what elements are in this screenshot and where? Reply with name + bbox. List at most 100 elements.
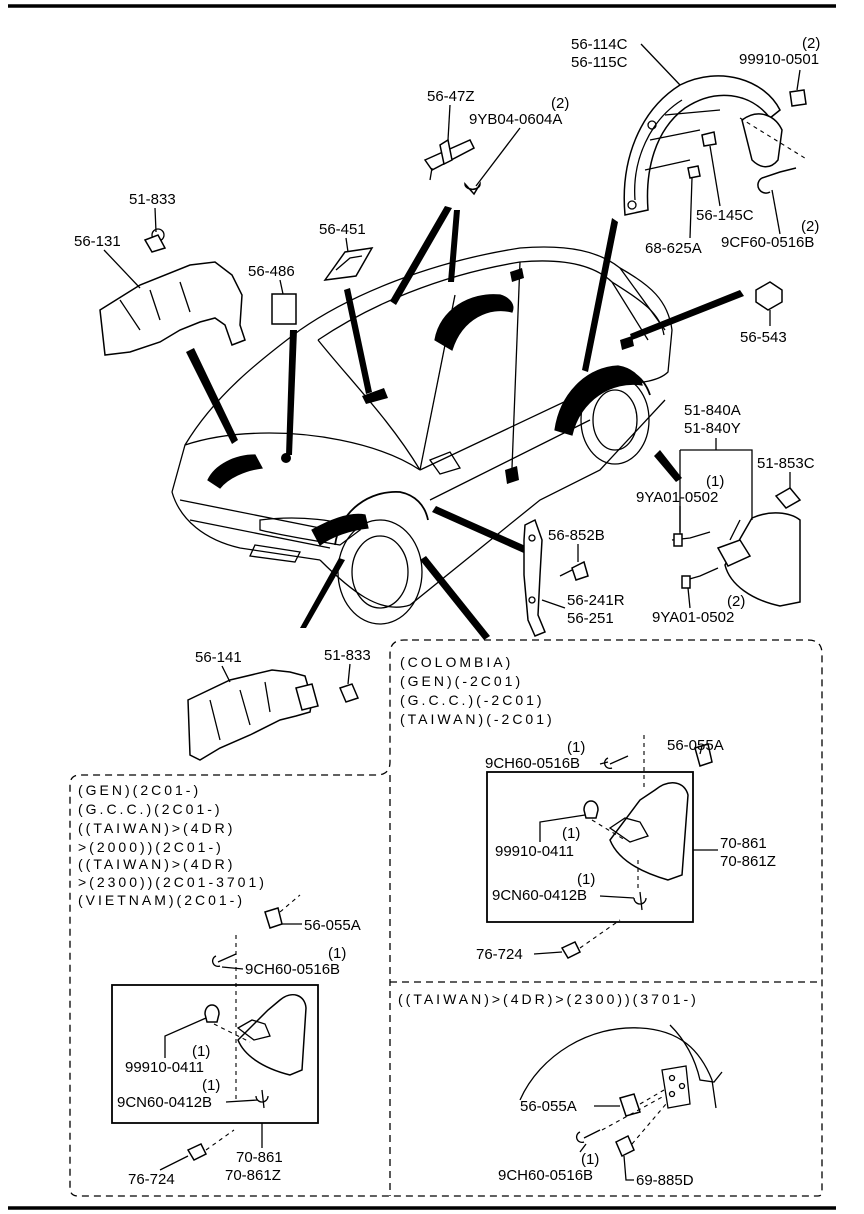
rivet-icon — [186, 1143, 208, 1161]
part-label: 9YB04-0604A — [469, 111, 562, 128]
part-label: 9YA01-0502 — [636, 489, 718, 506]
screw-icon — [212, 953, 237, 968]
part-label: 56-543 — [740, 329, 787, 346]
part-label: 70-861Z — [225, 1167, 281, 1184]
condition-line: (VIETNAM)(2C01-) — [78, 892, 245, 908]
part-label: 9CN60-0412B — [492, 887, 587, 904]
part-label: 69-885D — [636, 1172, 694, 1189]
mud-flap-51-840-icon — [671, 449, 802, 607]
part-label: 9CN60-0412B — [117, 1094, 212, 1111]
mud-flap-inset-box — [111, 984, 319, 1124]
part-label: 56-055A — [667, 737, 724, 754]
pad-56-451-icon — [323, 247, 374, 281]
mud-flap-icon — [237, 993, 307, 1076]
qty-label: (1) — [581, 1151, 599, 1168]
qty-label: (2) — [727, 593, 745, 610]
block-56-543-icon — [755, 281, 783, 311]
clip-icon — [204, 1004, 220, 1023]
rivet-icon — [560, 941, 582, 959]
condition-line: (GEN)(-2C01) — [400, 673, 523, 689]
screw-icon — [633, 891, 647, 911]
part-label: 56-114C — [571, 36, 628, 53]
part-label: 76-724 — [128, 1171, 175, 1188]
condition-line: (G.C.C.)(2C01-) — [78, 801, 223, 817]
qty-label: (1) — [567, 739, 585, 756]
condition-line: (TAIWAN)(-2C01) — [400, 711, 555, 727]
part-label: 99910-0411 — [125, 1059, 204, 1076]
screw-icon — [701, 131, 717, 147]
part-label: 56-451 — [319, 221, 366, 238]
part-label: 56-141 — [195, 649, 242, 666]
part-label: 51-853C — [757, 455, 815, 472]
callouts-top: 56-114C 56-115C (2) 99910-0501 56-47Z (2… — [74, 35, 820, 685]
part-label: 9YA01-0502 — [652, 609, 734, 626]
screw-icon — [576, 1129, 601, 1144]
condition-line: ((TAIWAN)>(4DR) — [78, 856, 235, 872]
bracket-56-47z-icon — [423, 138, 481, 196]
part-label: 70-861Z — [720, 853, 776, 870]
condition-line: ((TAIWAN)>(4DR) — [78, 820, 235, 836]
nut-icon — [619, 1093, 641, 1117]
splash-shield-56-141-icon — [187, 669, 360, 761]
part-label: 56-251 — [567, 610, 614, 627]
qty-label: (1) — [562, 825, 580, 842]
qty-label: (1) — [192, 1043, 210, 1060]
variant-group-outline — [69, 639, 823, 1197]
block-56-486-icon — [271, 293, 297, 325]
leader-wedges — [186, 206, 744, 640]
part-label: 51-840Y — [684, 420, 741, 437]
part-label: 9CH60-0516B — [485, 755, 580, 772]
part-label: 56-145C — [696, 207, 754, 224]
part-label: 51-840A — [684, 402, 741, 419]
part-label: 51-833 — [324, 647, 371, 664]
nut-icon — [687, 165, 701, 179]
screw-icon — [255, 1089, 269, 1109]
clip-icon — [583, 800, 599, 819]
qty-label: (2) — [801, 218, 819, 235]
variant-box-gen: (GEN)(2C01-) (G.C.C.)(2C01-) ((TAIWAN)>(… — [78, 782, 361, 1188]
part-label: 56-055A — [304, 917, 361, 934]
nut-icon — [694, 743, 713, 767]
qty-label: (2) — [551, 95, 569, 112]
condition-line: (GEN)(2C01-) — [78, 782, 201, 798]
condition-line: (COLOMBIA) — [400, 654, 513, 670]
splash-shield-56-131-icon — [99, 228, 246, 356]
qty-label: (1) — [577, 871, 595, 888]
qty-label: (1) — [202, 1077, 220, 1094]
part-label: 99910-0411 — [495, 843, 574, 860]
variant-box-taiwan-3701: ((TAIWAN)>(4DR)>(2300))(3701-) 56-055A (… — [398, 991, 723, 1189]
part-label: 56-486 — [248, 263, 295, 280]
qty-label: (1) — [706, 473, 724, 490]
screw-icon — [757, 167, 797, 194]
rear-wheel-arch-liner — [623, 75, 809, 216]
rivet-icon — [615, 1134, 635, 1158]
condition-line: >(2300))(2C01-3701) — [78, 874, 267, 890]
condition-line: (G.C.C.)(-2C01) — [400, 692, 545, 708]
part-label: 56-241R — [567, 592, 625, 609]
part-label: 56-055A — [520, 1098, 577, 1115]
car-illustration — [171, 246, 673, 625]
part-label: 51-833 — [129, 191, 176, 208]
condition-line: ((TAIWAN)>(4DR)>(2300))(3701-) — [398, 991, 699, 1007]
variant-box-colombia: (COLOMBIA) (GEN)(-2C01) (G.C.C.)(-2C01) … — [400, 654, 776, 963]
screw-icon — [604, 755, 629, 770]
part-label: 9CH60-0516B — [245, 961, 340, 978]
mud-flap-inset-box — [486, 771, 694, 923]
part-label: 68-625A — [645, 240, 702, 257]
strip-56-241r-icon — [523, 518, 589, 637]
part-label: 9CF60-0516B — [721, 234, 814, 251]
part-label: 56-131 — [74, 233, 121, 250]
nut-icon — [264, 907, 283, 929]
qty-label: (2) — [802, 35, 820, 52]
part-label: 70-861 — [720, 835, 767, 852]
part-label: 56-852B — [548, 527, 605, 544]
part-label: 9CH60-0516B — [498, 1167, 593, 1184]
part-label: 76-724 — [476, 946, 523, 963]
condition-line: >(2000))(2C01-) — [78, 839, 224, 855]
part-label: 56-115C — [571, 54, 628, 71]
clip-icon — [789, 89, 807, 107]
mud-flap-icon — [609, 782, 689, 881]
part-label: 99910-0501 — [739, 51, 819, 68]
part-label: 70-861 — [236, 1149, 283, 1166]
